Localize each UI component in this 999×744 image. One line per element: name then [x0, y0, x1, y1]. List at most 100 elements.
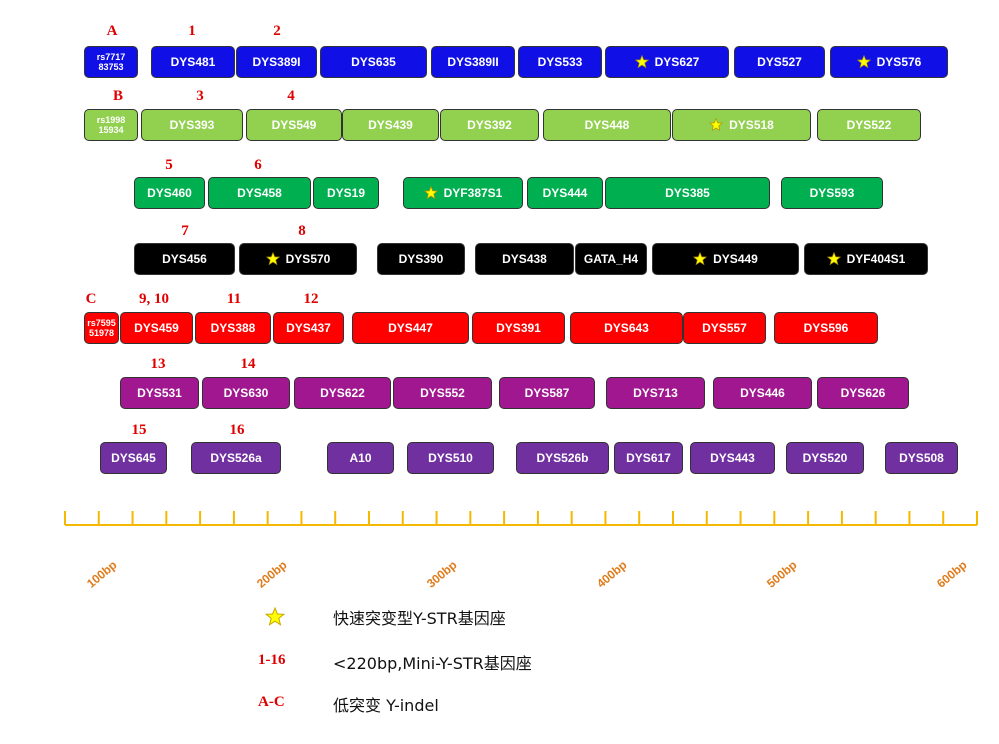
- locus-label-line: 83753: [98, 62, 124, 72]
- locus-box-dys443: DYS443: [690, 442, 775, 474]
- locus-box-dys527: DYS527: [734, 46, 825, 78]
- locus-box-dys449: DYS449: [652, 243, 799, 275]
- locus-label: DYS522: [846, 118, 892, 132]
- locus-box-dys617: DYS617: [614, 442, 683, 474]
- locus-box-dys549: DYS549: [246, 109, 342, 141]
- locus-box-dys458: DYS458: [208, 177, 311, 209]
- marker-label: 2: [273, 23, 281, 39]
- locus-label-line: rs7717: [96, 52, 126, 62]
- locus-box-a10: A10: [327, 442, 394, 474]
- locus-box-dys444: DYS444: [527, 177, 603, 209]
- locus-box-dys630: DYS630: [202, 377, 290, 409]
- locus-label: DYS520: [802, 451, 848, 465]
- locus-box-dys393: DYS393: [141, 109, 243, 141]
- locus-box-dys522: DYS522: [817, 109, 921, 141]
- locus-box-dys385: DYS385: [605, 177, 770, 209]
- star-icon: [423, 186, 438, 200]
- marker-label: 9, 10: [139, 291, 169, 307]
- marker-label: C: [85, 291, 97, 307]
- locus-label: DYS549: [271, 118, 317, 132]
- locus-label: DYS390: [398, 252, 444, 266]
- locus-label: DYS508: [899, 451, 944, 465]
- locus-box-dys635: DYS635: [320, 46, 427, 78]
- locus-box-dys570: DYS570: [239, 243, 357, 275]
- locus-box-dys456: DYS456: [134, 243, 235, 275]
- marker-label: A: [106, 23, 118, 39]
- locus-label: DYS456: [162, 252, 207, 266]
- locus-label: DYS392: [467, 118, 512, 132]
- locus-box-dys437: DYS437: [273, 312, 344, 344]
- locus-box-dys552: DYS552: [393, 377, 492, 409]
- locus-label: DYF387S1: [443, 186, 503, 200]
- locus-label: DYS526a: [210, 451, 262, 465]
- legend-star-text: 快速突变型Y-STR基因座: [333, 609, 506, 628]
- locus-label: DYS393: [169, 118, 215, 132]
- locus-label: GATA_H4: [583, 252, 639, 266]
- star-icon: [693, 252, 708, 266]
- axis-tick-label: 500bp: [764, 557, 800, 591]
- locus-label: DYS518: [729, 118, 774, 132]
- locus-label: DYS622: [320, 386, 365, 400]
- locus-label: DYS447: [388, 321, 433, 335]
- locus-label: DYS627: [654, 55, 700, 69]
- marker-label: 5: [165, 157, 173, 173]
- star-icon: [265, 252, 280, 266]
- locus-label: DYS570: [285, 252, 331, 266]
- locus-label: DYS19: [326, 186, 366, 200]
- marker-label: 8: [298, 223, 306, 239]
- locus-label: DYS443: [710, 451, 755, 465]
- locus-label: DYS626: [840, 386, 886, 400]
- locus-label: DYS533: [537, 55, 583, 69]
- locus-label: DYS552: [420, 386, 465, 400]
- locus-label: DYS645: [111, 451, 156, 465]
- locus-box-dys481: DYS481: [151, 46, 235, 78]
- locus-label: DYS459: [134, 321, 179, 335]
- locus-box-dys576: DYS576: [830, 46, 948, 78]
- size-axis: [64, 511, 978, 526]
- locus-box-dys388: DYS388: [195, 312, 271, 344]
- locus-label: DYS643: [604, 321, 649, 335]
- locus-box-dys587: DYS587: [499, 377, 595, 409]
- marker-label: 6: [254, 157, 262, 173]
- star-icon: [634, 55, 649, 69]
- locus-label: DYS391: [496, 321, 541, 335]
- locus-label: DYS449: [713, 252, 758, 266]
- legend-star-icon: [264, 606, 286, 627]
- locus-label: A10: [349, 451, 372, 465]
- locus-box-dys508: DYS508: [885, 442, 958, 474]
- locus-box-dys627: DYS627: [605, 46, 729, 78]
- locus-label: DYF404S1: [846, 252, 906, 266]
- axis-tick-label: 600bp: [934, 557, 970, 591]
- locus-label: DYS510: [428, 451, 473, 465]
- marker-label: 11: [226, 291, 242, 307]
- locus-box-dys520: DYS520: [786, 442, 864, 474]
- marker-label: 16: [229, 422, 245, 438]
- locus-label: DYS389II: [447, 55, 499, 69]
- locus-box-dys596: DYS596: [774, 312, 878, 344]
- locus-label: DYS576: [876, 55, 922, 69]
- marker-label: 14: [240, 356, 256, 372]
- marker-label: 4: [287, 88, 295, 104]
- marker-label: 13: [150, 356, 166, 372]
- axis-tick-label: 100bp: [84, 557, 120, 591]
- locus-box-dys526b: DYS526b: [516, 442, 609, 474]
- axis-tick-label: 400bp: [594, 557, 630, 591]
- marker-label: B: [112, 88, 124, 104]
- locus-box-dyf387s1: DYF387S1: [403, 177, 523, 209]
- locus-label: DYS446: [740, 386, 785, 400]
- locus-label: DYS444: [542, 186, 588, 200]
- star-icon: [709, 118, 724, 132]
- locus-box-dys446: DYS446: [713, 377, 812, 409]
- legend-indel-text: 低突变 Y-indel: [333, 696, 439, 715]
- marker-label: 12: [303, 291, 319, 307]
- locus-box-dys557: DYS557: [683, 312, 766, 344]
- locus-box-dys622: DYS622: [294, 377, 391, 409]
- locus-label: DYS557: [702, 321, 747, 335]
- locus-box-dys447: DYS447: [352, 312, 469, 344]
- star-icon: [856, 55, 871, 69]
- legend-indel-key: A-C: [258, 694, 285, 710]
- star-icon: [826, 252, 841, 266]
